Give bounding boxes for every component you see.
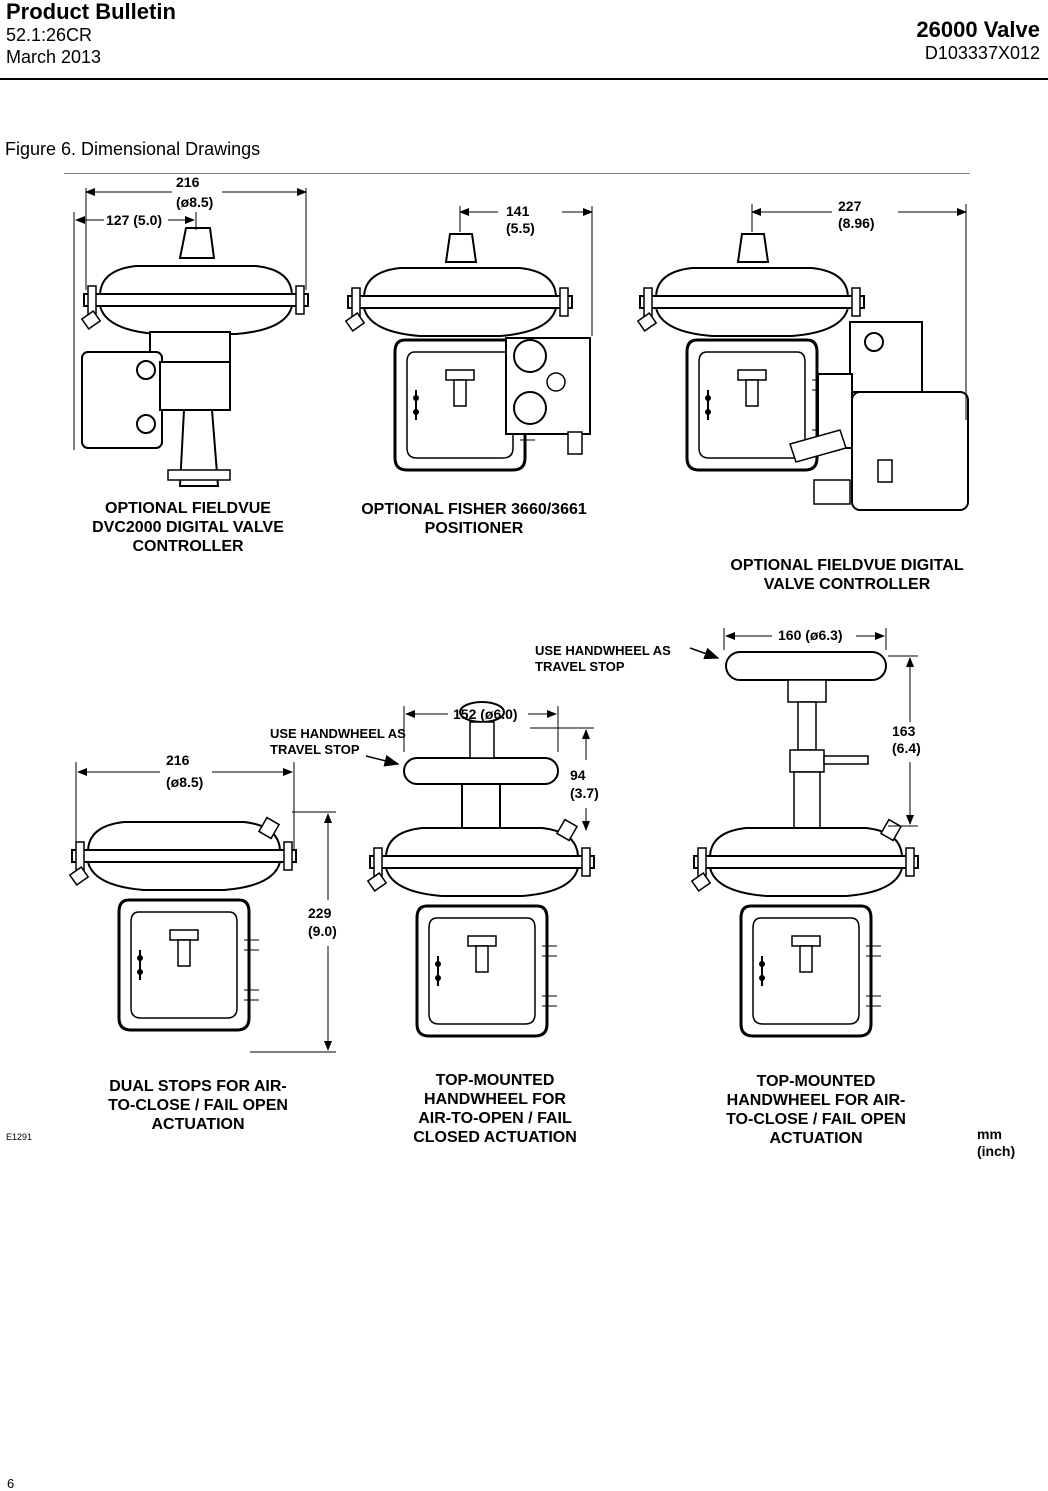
- caption-dvc2000: OPTIONAL FIELDVUE DVC2000 DIGITAL VALVE …: [92, 500, 284, 555]
- figure-rule: [64, 173, 970, 174]
- callout-handwheel-stop-1: USE HANDWHEEL AS TRAVEL STOP: [535, 643, 671, 674]
- dims-drawing-3: [751, 204, 967, 420]
- header-left: Product Bulletin 52.1:26CR March 2013: [6, 0, 176, 68]
- dim-229: 229: [308, 905, 332, 921]
- header-rule: [0, 78, 1048, 80]
- part-number: D103337X012: [924, 43, 1040, 63]
- caption-fisher3660: OPTIONAL FISHER 3660/3661 POSITIONER: [361, 501, 587, 537]
- caption-dual-stops: DUAL STOPS FOR AIR- TO-CLOSE / FAIL OPEN…: [108, 1078, 288, 1133]
- bulletin-title: Product Bulletin: [6, 0, 176, 24]
- drawing-top-hw-atc: [690, 651, 919, 1038]
- callout-handwheel-stop-2: USE HANDWHEEL AS TRAVEL STOP: [270, 726, 406, 757]
- dim-227-inch: (8.96): [838, 215, 875, 231]
- units-mm: mm: [977, 1126, 1002, 1142]
- dims-drawing-4: [75, 762, 336, 1053]
- product-name: 26000 Valve: [916, 17, 1040, 42]
- dim-216-top: 216: [176, 174, 200, 190]
- doc-number: 52.1:26CR: [6, 25, 93, 45]
- doc-date: March 2013: [6, 47, 102, 67]
- drawing-dvc2000: [80, 227, 309, 487]
- dim-216-bottom-inch: (ø8.5): [166, 774, 204, 790]
- drawing-dual-stops: [68, 816, 297, 1032]
- page-number: 6: [7, 1476, 15, 1491]
- units-legend: mm (inch): [977, 1126, 1015, 1160]
- caption-top-hw-atc: TOP-MOUNTED HANDWHEEL FOR AIR- TO-CLOSE …: [726, 1073, 906, 1147]
- header-right: 26000 Valve D103337X012: [916, 18, 1040, 64]
- dims-drawing-2: [459, 206, 593, 336]
- dim-163-inch: (6.4): [892, 740, 921, 756]
- drawing-fieldvue-dvc: [636, 233, 969, 511]
- figure-code: E1291: [6, 1132, 33, 1142]
- dim-229-inch: (9.0): [308, 923, 337, 939]
- dim-216-top-inch: (ø8.5): [176, 194, 214, 210]
- dim-94-inch: (3.7): [570, 785, 599, 801]
- caption-top-hw-ato: TOP-MOUNTED HANDWHEEL FOR AIR-TO-OPEN / …: [413, 1072, 577, 1146]
- dim-127: 127 (5.0): [106, 212, 163, 228]
- dims-drawing-6: [689, 628, 918, 827]
- dim-141: 141: [506, 203, 530, 219]
- dims-drawing-5: [365, 706, 594, 831]
- dim-141-inch: (5.5): [506, 220, 535, 236]
- dim-216-bottom: 216: [166, 752, 190, 768]
- figure-title: Figure 6. Dimensional Drawings: [5, 139, 261, 159]
- dim-94: 94: [570, 767, 586, 783]
- dim-160: 160 (ø6.3): [778, 627, 843, 643]
- caption-fieldvue-dvc: OPTIONAL FIELDVUE DIGITAL VALVE CONTROLL…: [730, 557, 964, 593]
- dim-227: 227: [838, 198, 862, 214]
- units-inch: (inch): [977, 1143, 1016, 1159]
- dims-drawing-1: [73, 188, 307, 450]
- drawing-top-hw-ato: [366, 701, 595, 1038]
- dim-152: 152 (ø6.0): [453, 706, 518, 722]
- drawing-fisher3660: [344, 233, 591, 472]
- dim-163: 163: [892, 723, 916, 739]
